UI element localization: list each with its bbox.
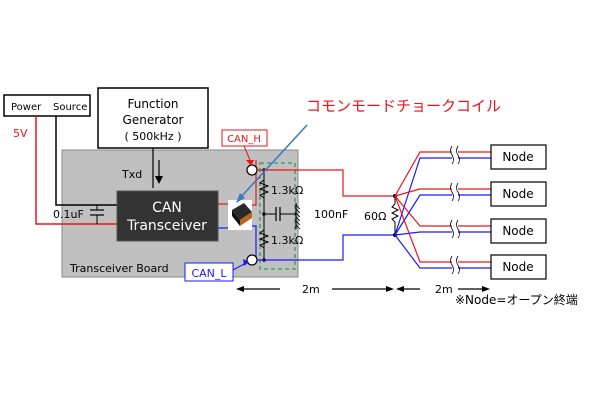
split-termination-box bbox=[259, 162, 296, 270]
power-label: Power bbox=[11, 102, 42, 113]
callout-pointer bbox=[239, 124, 308, 199]
transceiver-line1: CAN bbox=[152, 200, 182, 216]
dimension-arrow-left-icon bbox=[236, 286, 244, 292]
node-label: Node bbox=[502, 260, 533, 274]
can-transceiver-block bbox=[116, 190, 219, 242]
can-l-bus bbox=[257, 234, 395, 261]
wire-break-icon bbox=[450, 182, 460, 202]
source-label: Source bbox=[53, 102, 87, 113]
termination-label: 60Ω bbox=[364, 210, 386, 223]
can-h-label: CAN_H bbox=[227, 134, 261, 145]
split-cap-label: 100nF bbox=[314, 208, 348, 221]
power-source-box bbox=[3, 94, 91, 117]
distance-1-label: 2m bbox=[302, 283, 320, 296]
resistor-bottom-icon bbox=[258, 229, 270, 249]
wire-break-icon bbox=[450, 255, 460, 275]
can-l-label-box bbox=[184, 262, 234, 282]
node-box: Node bbox=[490, 144, 547, 170]
txd-arrow-icon bbox=[155, 176, 163, 184]
resistor-top-label: 1.3kΩ bbox=[271, 184, 303, 197]
fg-line3: ( 500kHz ) bbox=[125, 130, 182, 143]
dimension-arrow-right-icon bbox=[386, 286, 394, 292]
node-note: ※Node=オープン終端 bbox=[455, 292, 578, 307]
common-mode-choke-icon bbox=[228, 200, 252, 230]
node-can-h-wire bbox=[394, 195, 492, 263]
can-h-bus bbox=[257, 169, 395, 197]
distance-2-label: 2m bbox=[435, 283, 453, 296]
fg-line1: Function bbox=[127, 97, 178, 111]
resistor-top-icon bbox=[258, 179, 270, 199]
function-generator-box bbox=[97, 87, 209, 149]
node-can-l-wire bbox=[394, 194, 492, 236]
wire-break-icon bbox=[450, 219, 460, 239]
node-box: Node bbox=[490, 218, 547, 244]
txd-label: Txd bbox=[121, 168, 142, 181]
vcc-wire bbox=[35, 116, 118, 225]
choke-callout-label: コモンモードチョークコイル bbox=[306, 97, 501, 115]
node-can-l-wire bbox=[394, 234, 492, 269]
node-can-h-wire bbox=[394, 151, 492, 197]
node-label: Node bbox=[502, 150, 533, 164]
transceiver-line2: Transceiver bbox=[126, 218, 207, 234]
node-label: Node bbox=[502, 224, 533, 238]
node-label: Node bbox=[502, 187, 533, 201]
fg-line2: Generator bbox=[123, 113, 184, 127]
node-can-h-wire bbox=[394, 195, 492, 227]
voltage-label: 5V bbox=[13, 127, 28, 140]
can-l-label: CAN_L bbox=[191, 267, 227, 280]
node-box: Node bbox=[490, 181, 547, 207]
capacitor-label: 0.1uF bbox=[53, 208, 84, 221]
can-l-terminal bbox=[246, 254, 258, 266]
wire-break-icon bbox=[450, 145, 460, 165]
resistor-bottom-label: 1.3kΩ bbox=[271, 234, 303, 247]
node-can-h-wire bbox=[394, 188, 492, 197]
callout-arrow-icon bbox=[236, 193, 245, 203]
node-can-l-wire bbox=[394, 157, 492, 236]
node-box: Node bbox=[490, 254, 547, 280]
board-label: Transceiver Board bbox=[69, 262, 169, 275]
node-can-l-wire bbox=[394, 231, 492, 236]
can-h-terminal bbox=[246, 164, 258, 176]
node-fanout bbox=[394, 145, 492, 275]
termination-resistor-icon bbox=[390, 203, 400, 223]
